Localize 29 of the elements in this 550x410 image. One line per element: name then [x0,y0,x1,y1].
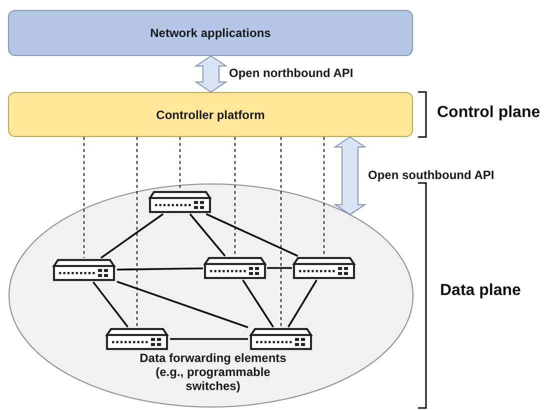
double-arrow [194,55,228,93]
switch-icon [248,327,314,351]
link-line [288,280,318,328]
link-line [170,338,248,340]
switch-icon [104,327,170,351]
switch-icon [203,256,267,280]
dashed-line [280,136,282,328]
link-line [116,280,248,328]
dashed-line [136,136,138,328]
switch-icon [51,258,117,282]
application-layer-box: Network applications [8,10,413,56]
edge-label: Open southbound API [366,168,496,182]
link-line [267,267,292,269]
link-line [92,281,129,328]
plane-label: Data plane [440,282,521,300]
double-arrow [333,136,367,216]
dashed-line [234,136,236,256]
link-line [100,213,164,259]
link-line [242,280,274,328]
switch-icon [148,190,212,214]
link-line [206,213,298,257]
controller-box: Controller platform [8,92,413,137]
edge-label: Open northbound API [227,66,356,80]
link-line [189,213,226,257]
caption-text: Data forwarding elements (e.g., programmable switches) [138,351,288,393]
data-plane-ellipse [8,183,414,408]
plane-label: Control plane [437,104,540,122]
switch-icon [292,256,356,280]
link-line [116,268,204,270]
